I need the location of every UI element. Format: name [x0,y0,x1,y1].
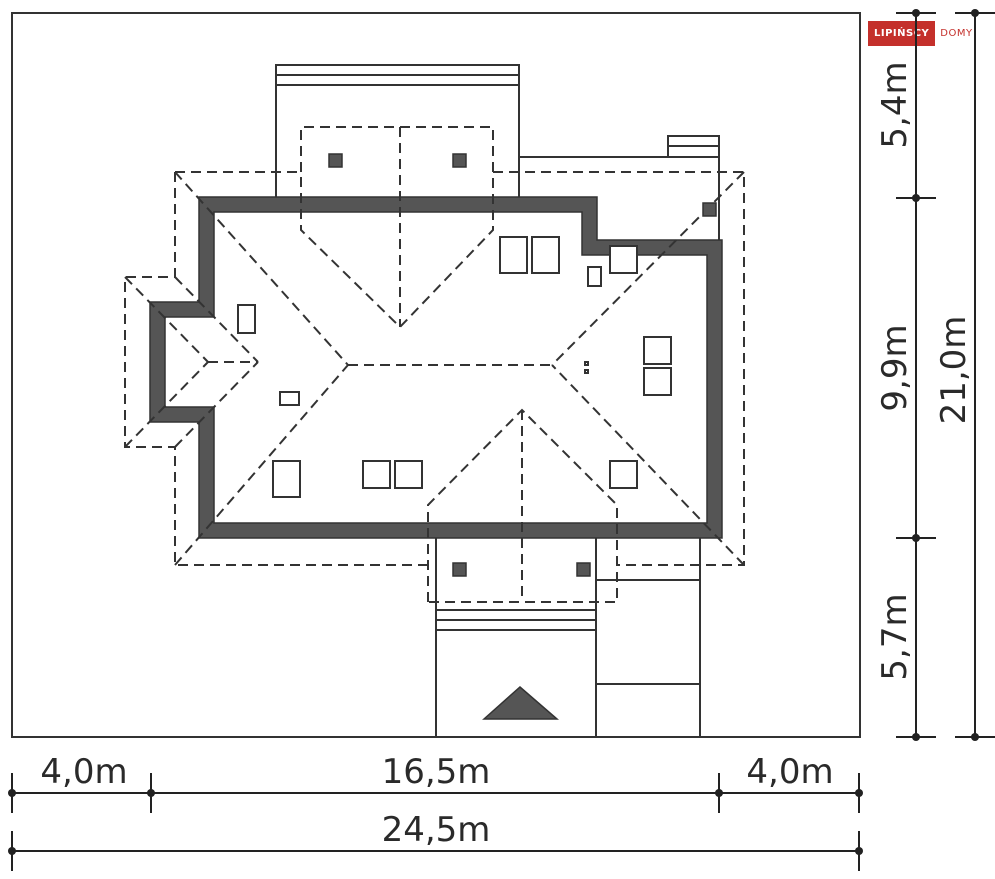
top-annex [275,64,520,201]
dim-top-setback: 5,4m [875,61,915,148]
logo-brand: LIPIŃSCY [868,21,936,46]
right-annex [519,135,720,242]
dim-building-depth: 9,9m [875,324,915,411]
roof-lines [124,126,745,603]
dim-right-setback: 4,0m [746,752,833,792]
dim-total-width: 24,5m [382,810,491,850]
posts [328,153,717,577]
dim-building-width: 16,5m [382,752,491,792]
dim-total-depth: 21,0m [934,316,974,425]
entrance-arrow-icon [482,686,560,720]
skylights [237,236,672,498]
dim-bottom-setback: 5,7m [875,593,915,680]
dim-left-setback: 4,0m [40,752,127,792]
vertical-dimensions [896,12,995,738]
driveway [435,538,701,737]
logo-sub: DOMY [935,21,978,46]
brand-logo: LIPIŃSCY DOMY [868,21,978,46]
